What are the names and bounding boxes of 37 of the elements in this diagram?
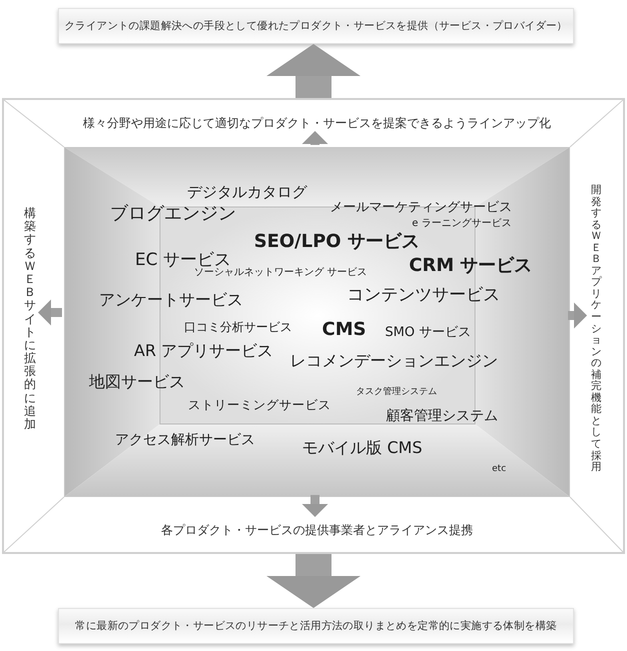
- service-name: SEO/LPO サービス: [254, 231, 420, 253]
- service-name: 地図サービス: [89, 372, 185, 392]
- service-name: CRM サービス: [409, 255, 532, 277]
- arrow: [302, 131, 328, 145]
- wall-caption: 様々分野や用途に応じて適切なプロダクト・サービスを提案できるようラインアップ化: [72, 113, 562, 133]
- service-name: AR アプリサービス: [134, 341, 274, 361]
- block-arrow: [266, 44, 360, 98]
- service-name: e ラーニングサービス: [412, 218, 512, 230]
- message-banner: [58, 8, 574, 44]
- perspective-room: [64, 147, 570, 497]
- service-name: ソーシャルネットワーキング サービス: [194, 267, 368, 279]
- service-name: レコメンデーションエンジン: [290, 351, 498, 371]
- vertical-caption: 開発するＷＥＢアプリケーションの補完機能として採用: [591, 185, 602, 474]
- service-name: ストリーミングサービス: [188, 396, 331, 412]
- arrow: [302, 495, 328, 517]
- wall-caption: 各プロダクト・サービスの提供事業者とアライアンス提携: [102, 519, 532, 541]
- vertical-caption: 構築するＷＥＢサイトに拡張的に追加: [24, 207, 36, 432]
- service-name: アンケートサービス: [99, 290, 243, 310]
- service-name: 口コミ分析サービス: [184, 320, 292, 334]
- block-arrow: [266, 554, 360, 608]
- service-name: コンテンツサービス: [347, 284, 500, 306]
- arrow: [38, 300, 62, 326]
- service-name: EC サービス: [135, 250, 232, 270]
- service-name: ブログエンジン: [110, 203, 236, 225]
- message-banner: [58, 608, 574, 644]
- service-name: モバイル版 CMS: [302, 438, 422, 458]
- banner-text: 常に最新のプロダクト・サービスのリサーチと活用方法の取りまとめを定常的に実施する体制を構築: [75, 619, 557, 633]
- service-name: CMS: [322, 319, 366, 341]
- service-name: アクセス解析サービス: [115, 432, 255, 448]
- arrow: [568, 302, 587, 328]
- service-name: etc: [492, 464, 506, 474]
- service-name: タスク管理システム: [356, 386, 437, 398]
- service-name: 顧客管理システム: [386, 408, 498, 424]
- service-name: メールマーケティングサービス: [330, 200, 512, 216]
- service-name: SMO サービス: [385, 325, 471, 341]
- banner-text: クライアントの課題解決への手段として優れたプロダクト・サービスを提供（サービス・プロバイダー）: [64, 19, 568, 33]
- service-name: デジタルカタログ: [187, 183, 307, 201]
